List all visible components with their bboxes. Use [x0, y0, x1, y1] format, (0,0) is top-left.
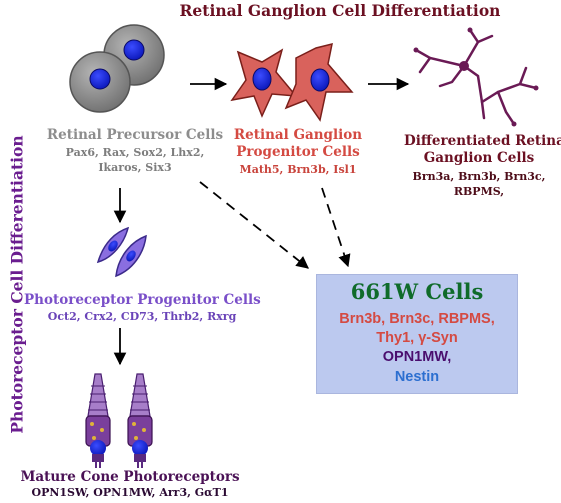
rgc-progenitor-cells-icon: [230, 42, 354, 122]
precursor-markers-2: Ikaros, Six3: [98, 161, 172, 174]
rgc-progenitor-title-2: Progenitor Cells: [236, 144, 360, 160]
differentiated-rgc-title-1: Differentiated Retinal: [404, 133, 561, 149]
differentiated-rgc-markers-1: Brn3a, Brn3b, Brn3c,: [412, 170, 546, 183]
mature-cone-photoreceptors-icon: [85, 373, 153, 468]
photoreceptor-progenitor-icon: [96, 226, 147, 278]
cells-661w-line-1: Brn3b, Brn3c, RBPMS,: [339, 311, 495, 327]
differentiated-rgc-markers-2: RBPMS,: [453, 185, 505, 198]
photoreceptor-progenitor-title: Photoreceptor Progenitor Cells: [24, 292, 261, 308]
side-title: Photoreceptor Cell Differentiation: [7, 135, 27, 434]
diagram-title: Retinal Ganglion Cell Differentiation: [179, 1, 501, 20]
differentiated-rgc-icon: [413, 27, 539, 127]
rgc-progenitor-markers: Math5, Brn3b, Isl1: [239, 163, 357, 176]
precursor-title: Retinal Precursor Cells: [46, 127, 224, 143]
cells-661w-line-2: Thy1, γ-Syn: [376, 330, 458, 346]
photoreceptor-progenitor-markers: Oct2, Crx2, CD73, Thrb2, Rxrg: [47, 310, 237, 323]
precursor-markers-1: Pax6, Rax, Sox2, Lhx2,: [65, 146, 205, 159]
cells-661w-line-3: OPN1MW,: [382, 349, 452, 365]
precursor-cells-icon: [69, 24, 165, 113]
differentiated-rgc-title-2: Ganglion Cells: [423, 150, 535, 166]
mature-cone-markers: OPN1SW, OPN1MW, Arr3, GαT1: [31, 486, 229, 499]
arrow-rgc-progenitor-to-661w-dashed: [321, 187, 351, 268]
cells-661w-line-4: Nestin: [394, 369, 440, 385]
cells-661w-box: 661W Cells Brn3b, Brn3c, RBPMS, Thy1, γ-…: [316, 274, 518, 394]
cells-661w-title: 661W Cells: [350, 279, 484, 304]
mature-cone-title: Mature Cone Photoreceptors: [20, 469, 240, 485]
rgc-progenitor-title-1: Retinal Ganglion: [233, 127, 363, 143]
arrow-precursor-to-661w-dashed: [199, 181, 309, 269]
